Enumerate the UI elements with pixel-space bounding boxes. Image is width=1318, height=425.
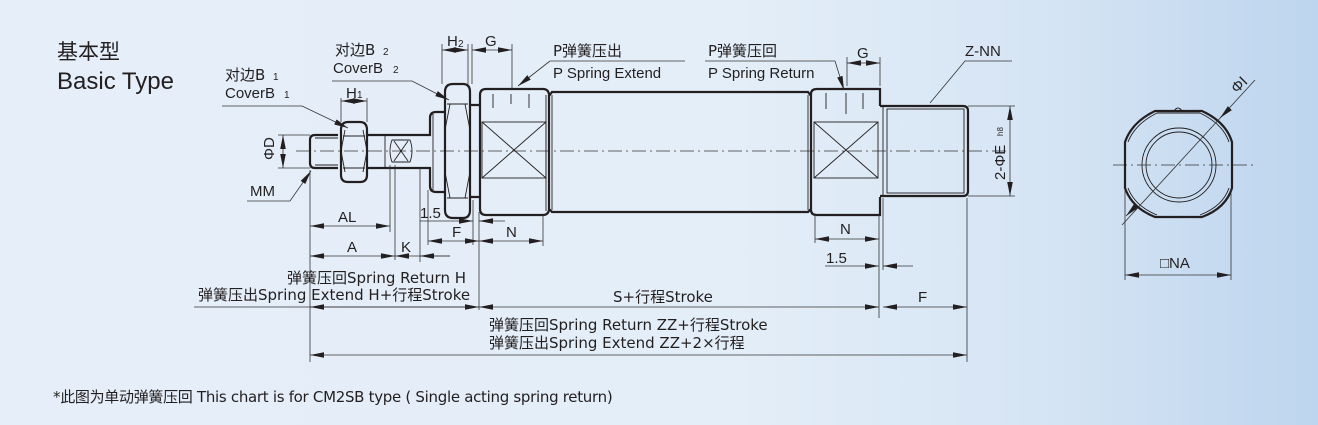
svg-text:S+行程Stroke: S+行程Stroke [613, 288, 713, 306]
svg-text:H: H [447, 33, 458, 50]
svg-text:弹簧压出Spring Extend H+行程Stroke: 弹簧压出Spring Extend H+行程Stroke [198, 286, 470, 304]
rear-thread [880, 104, 970, 198]
s-stroke-dimension: S+行程Stroke [479, 288, 879, 310]
f-left-dimension: F [428, 224, 479, 244]
gap-left-dimension: 1.5 [420, 205, 505, 224]
head-cover-left [478, 87, 551, 217]
svg-text:N: N [840, 221, 851, 238]
neck [470, 103, 480, 199]
a-dimension: A [310, 239, 395, 259]
svg-text:H: H [346, 85, 357, 102]
svg-text:2: 2 [393, 65, 399, 76]
rod-wrench-flat [384, 135, 413, 168]
svg-text:P Spring Return: P Spring Return [708, 65, 814, 82]
svg-text:F: F [452, 224, 461, 241]
svg-text:P弹簧压出: P弹簧压出 [553, 42, 622, 60]
end-view: ΦI □NA [1113, 73, 1256, 280]
cover-b1-en-label: CoverB [225, 85, 275, 102]
cover-b1-callout: 对边B 1 CoverB 1 [222, 66, 349, 129]
svg-text:ΦD: ΦD [261, 137, 278, 160]
cylinder-tube [548, 90, 812, 214]
piston-rod [366, 118, 432, 186]
n-left-dimension: N [479, 224, 543, 244]
svg-text:F: F [918, 289, 927, 306]
phi-d-dimension: ΦD [261, 134, 310, 169]
svg-text:G: G [857, 45, 869, 62]
svg-text:P弹簧压回: P弹簧压回 [708, 42, 777, 60]
svg-text:A: A [347, 239, 357, 256]
svg-text:2: 2 [458, 39, 464, 50]
svg-text:1.5: 1.5 [420, 205, 441, 222]
nut-b2 [432, 82, 472, 220]
svg-text:1.5: 1.5 [826, 250, 847, 267]
z-nn-callout: Z-NN [929, 43, 1012, 104]
h2-dimension: H 2 [441, 33, 469, 84]
al-dimension: AL [310, 209, 390, 229]
svg-text:AL: AL [338, 209, 356, 226]
svg-text:1: 1 [357, 90, 363, 101]
title-english: Basic Type [57, 68, 174, 95]
cover-b2-callout: 对边B 2 CoverB 2 [332, 41, 450, 101]
svg-text:P Spring Extend: P Spring Extend [553, 65, 661, 82]
phi-i-label: ΦI [1228, 73, 1251, 96]
svg-text:弹簧压出Spring Extend ZZ+2×行程: 弹簧压出Spring Extend ZZ+2×行程 [489, 334, 745, 352]
svg-text:1: 1 [284, 90, 290, 101]
svg-text:2: 2 [383, 47, 389, 58]
svg-text:CoverB: CoverB [333, 60, 383, 77]
rod-thread [308, 133, 338, 170]
svg-text:1: 1 [273, 72, 279, 83]
svg-text:弹簧压回Spring Return ZZ+行程Stroke: 弹簧压回Spring Return ZZ+行程Stroke [489, 316, 768, 334]
zz-dimension: 弹簧压回Spring Return ZZ+行程Stroke 弹簧压出Spring… [310, 316, 967, 358]
footnote: *此图为单动弹簧压回 This chart is for CM2SB type … [53, 388, 613, 406]
na-label: □NA [1160, 255, 1190, 272]
title-chinese: 基本型 [57, 40, 120, 64]
end-cover-right [809, 87, 882, 217]
cover-b1-cn-label: 对边B [225, 66, 265, 84]
svg-text:弹簧压回Spring Return H: 弹簧压回Spring Return H [287, 269, 466, 287]
svg-text:N: N [506, 224, 517, 241]
h-dimension: 弹簧压回Spring Return H 弹簧压出Spring Extend H+… [194, 269, 479, 310]
k-dimension: K [395, 239, 450, 259]
n-right-dimension: N [815, 221, 879, 242]
svg-text:对边B: 对边B [335, 41, 375, 59]
svg-text:MM: MM [250, 183, 275, 200]
g-left-dimension: G [471, 33, 513, 89]
cover-boss [428, 110, 445, 194]
svg-text:h8: h8 [996, 127, 1005, 136]
svg-text:G: G [485, 33, 497, 50]
nut-b1 [339, 120, 369, 184]
h1-dimension: H 1 [340, 85, 368, 122]
gap-right-dimension: 1.5 [825, 250, 913, 269]
g-right-dimension: G [846, 45, 881, 86]
spring-return-callout: P弹簧压回 P Spring Return [705, 42, 845, 91]
svg-text:K: K [401, 239, 411, 256]
mm-callout: MM [247, 170, 312, 202]
svg-text:Z-NN: Z-NN [965, 43, 1001, 60]
spring-extend-callout: P弹簧压出 P Spring Extend [517, 42, 685, 87]
svg-text:2-ΦE: 2-ΦE [992, 145, 1009, 180]
phi-e-dimension: 2-ΦE h8 [968, 105, 1015, 197]
f-right-dimension: F [883, 289, 967, 310]
